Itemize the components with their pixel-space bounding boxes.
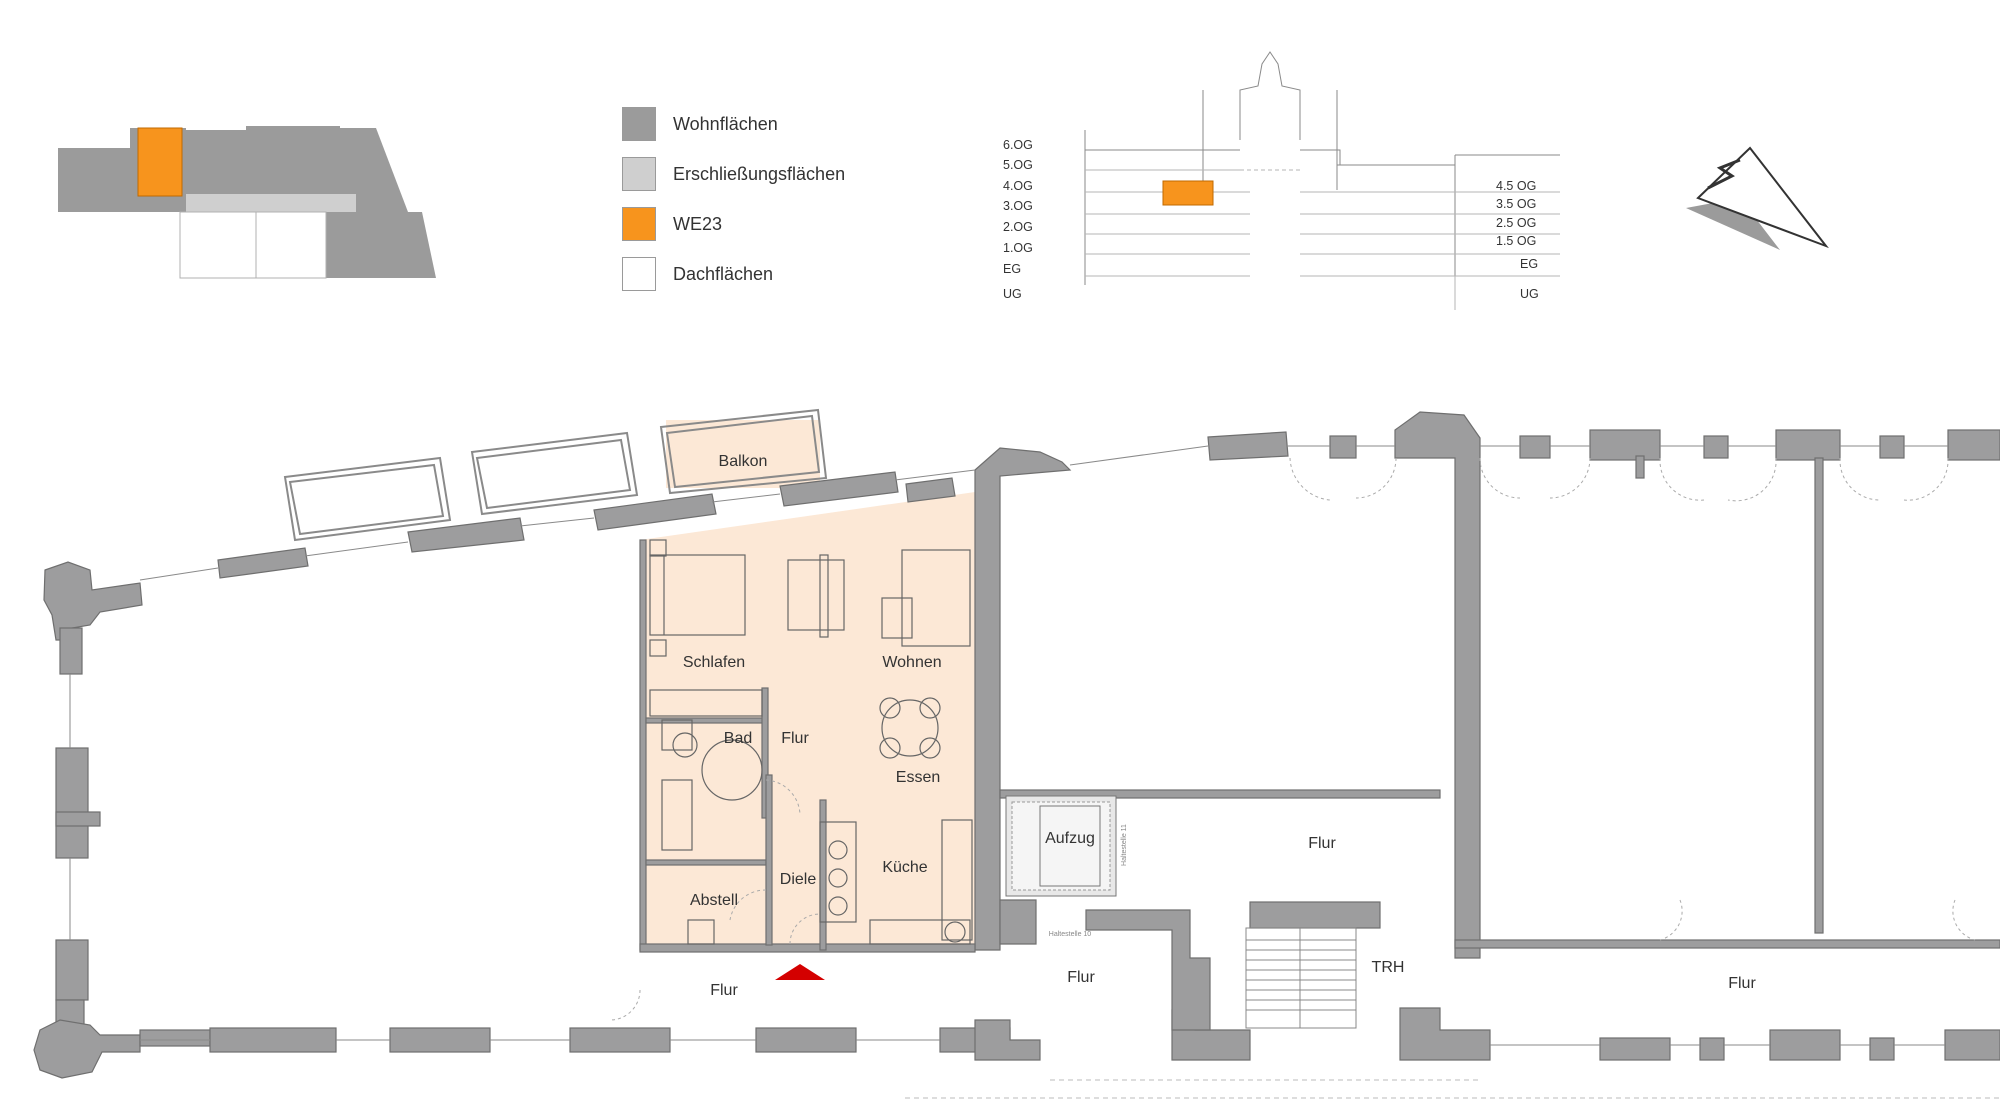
legend-swatch [622, 157, 656, 191]
legend-swatch [622, 107, 656, 141]
kitchen-counter [819, 821, 857, 923]
shower [661, 779, 693, 851]
room-label-flur-corridor: Flur [710, 982, 738, 999]
key-map [58, 126, 436, 279]
key-map-building [58, 126, 436, 279]
legend-label: WE23 [673, 213, 723, 234]
floor-label-ug: UG [1003, 287, 1022, 301]
legend-item-we23: WE23 [622, 207, 722, 241]
desk [787, 559, 845, 631]
room-label-trh: TRH [1372, 959, 1405, 976]
legend-label: Dachflächen [673, 263, 774, 284]
floor-label-1og: 1.OG [1003, 241, 1033, 255]
floor-label-2-5og: 2.5 OG [1496, 216, 1537, 230]
floor-label-eg: EG [1003, 262, 1022, 276]
walls [33, 411, 2000, 1079]
door-swings [609, 457, 1976, 1021]
entrance-triangle-icon [775, 964, 825, 980]
floor-label-1-5og: 1.5 OG [1496, 234, 1537, 248]
floor-plan: Balkon Schlafen Wohnen Bad Flur Essen Au… [33, 408, 2000, 1099]
dining-table [881, 699, 939, 757]
bed [649, 554, 746, 636]
floor-label-5og: 5.OG [1003, 158, 1033, 172]
floor-label-3-5og: 3.5 OG [1496, 197, 1537, 211]
legend-item-dachflaechen: Dachflächen [622, 257, 773, 291]
furniture [649, 539, 973, 945]
elevator-shaft [1005, 795, 1117, 897]
floor-label-eg-right: EG [1520, 257, 1539, 271]
legend-label: Erschließungsflächen [673, 163, 846, 184]
legend-swatch [622, 257, 656, 291]
balcony-outline [659, 408, 828, 495]
floor-label-3og: 3.OG [1003, 199, 1033, 213]
room-label-essen: Essen [896, 769, 940, 786]
label-haltestelle-11: Haltestelle 11 [1121, 824, 1128, 866]
floor-label-4og: 4.OG [1003, 179, 1033, 193]
room-label-aufzug: Aufzug [1045, 830, 1095, 847]
room-label-wohnen: Wohnen [882, 654, 941, 671]
floor-label-4-5og: 4.5 OG [1496, 179, 1537, 193]
floor-label-2og: 2.OG [1003, 220, 1033, 234]
room-label-flur-center: Flur [1308, 835, 1336, 852]
room-label-flur-right: Flur [1728, 975, 1756, 992]
section-diagram [1084, 51, 1560, 310]
label-haltestelle-10: Haltestelle 10 [1049, 931, 1092, 938]
room-label-schlafen: Schlafen [683, 654, 745, 671]
wardrobe [649, 689, 763, 717]
room-label-abstell: Abstell [690, 892, 738, 909]
room-label-flur-lower-mid: Flur [1067, 969, 1095, 986]
staircase [1245, 927, 1357, 1029]
room-label-balkon: Balkon [719, 453, 768, 470]
legend-swatch [622, 207, 656, 241]
legend-label: Wohnflächen [673, 113, 778, 134]
room-label-bad: Bad [724, 730, 752, 747]
north-arrow-icon [1686, 146, 1829, 250]
windows [69, 445, 1948, 1046]
legend-item-erschliessungsflaechen: Erschließungsflächen [622, 157, 845, 191]
key-map-unit-highlight [137, 127, 183, 197]
floor-label-6og: 6.OG [1003, 138, 1033, 152]
room-label-flur-unit: Flur [781, 730, 809, 747]
room-label-diele: Diele [780, 871, 817, 888]
floor-label-ug-right: UG [1520, 287, 1539, 301]
legend-item-wohnflaechen: Wohnflächen [622, 107, 778, 141]
unit-we23-area [640, 420, 978, 948]
room-label-kueche: Küche [882, 859, 927, 876]
section-unit-highlight [1162, 180, 1214, 206]
